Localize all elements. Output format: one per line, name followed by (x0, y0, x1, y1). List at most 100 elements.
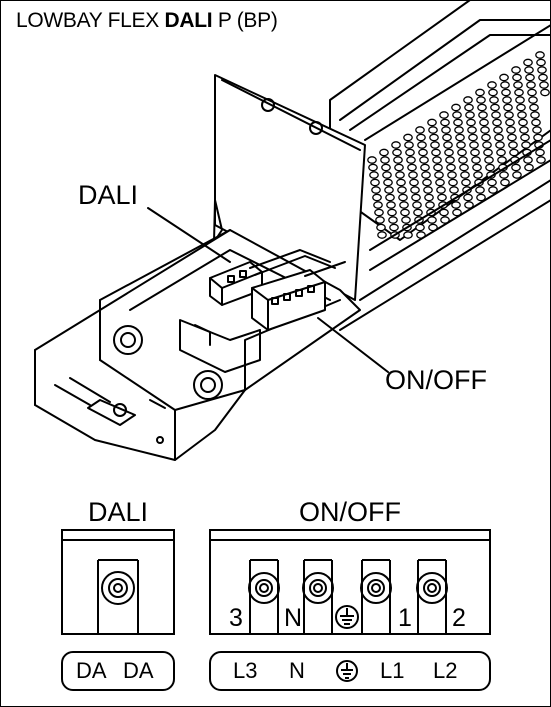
led-dot (398, 193, 408, 202)
led-dot (461, 178, 471, 187)
led-dot (436, 186, 446, 194)
led-dot (469, 141, 479, 149)
led-dot (463, 193, 473, 202)
terminal-number-3: 3 (229, 604, 243, 632)
led-dot (416, 133, 426, 142)
dali-label-2: DA (123, 658, 154, 683)
led-dot (465, 111, 475, 119)
terminal-number-2: 2 (452, 604, 466, 632)
led-dot (490, 103, 500, 112)
led-dot (424, 193, 434, 202)
led-dot (451, 201, 461, 209)
led-dot (432, 156, 442, 164)
led-dot (453, 118, 463, 127)
terminal-number-1: 1 (398, 604, 412, 632)
led-dot (488, 88, 498, 97)
led-dot (487, 81, 497, 89)
led-dot (394, 163, 404, 172)
led-dot (428, 126, 438, 134)
led-dot (397, 186, 407, 194)
led-dot (422, 178, 432, 187)
led-dot (409, 178, 419, 187)
led-dot (412, 201, 422, 209)
led-dot (467, 126, 477, 134)
led-dot (383, 178, 393, 187)
led-dot (445, 156, 455, 164)
led-dot (455, 133, 465, 142)
led-dot (411, 193, 421, 202)
led-dot (499, 171, 509, 179)
led-dot (367, 156, 377, 164)
led-dot (371, 186, 381, 194)
led-dot (386, 201, 396, 209)
terminal-number-n: N (284, 604, 303, 632)
earth-ground-icon (336, 660, 358, 682)
led-dot (472, 163, 482, 172)
onoff-label-l3: L3 (233, 658, 258, 683)
led-dot (468, 133, 478, 142)
led-dot (540, 88, 550, 97)
led-dot (476, 193, 486, 202)
led-dot (448, 178, 458, 187)
screw-terminal-icon (416, 559, 448, 634)
led-dot (395, 171, 405, 179)
led-dot (501, 88, 511, 97)
led-dot (444, 148, 454, 157)
led-dot (480, 126, 490, 134)
led-dot (521, 141, 531, 149)
led-dot (403, 133, 413, 142)
led-dot (485, 163, 495, 172)
dali-label-1: DA (76, 658, 107, 683)
led-dot (529, 103, 539, 112)
led-dot (433, 163, 443, 172)
led-dot (507, 133, 517, 142)
led-dot (369, 171, 379, 179)
led-dot (508, 141, 518, 149)
callout-onoff: ON/OFF (385, 365, 487, 395)
led-dot (502, 96, 512, 104)
led-dot (503, 103, 513, 112)
led-dot (449, 186, 459, 194)
led-dot (526, 81, 536, 89)
led-dot (518, 118, 528, 127)
led-dot (538, 73, 548, 82)
led-dot (478, 111, 488, 119)
callout-dali: DALI (78, 180, 139, 210)
led-dot (408, 171, 418, 179)
led-dot (373, 201, 383, 209)
led-dot (531, 118, 541, 127)
led-dot (425, 201, 435, 209)
led-dot (407, 163, 417, 172)
led-dot (506, 126, 516, 134)
led-dot (434, 171, 444, 179)
onoff-label-l1: L1 (380, 658, 405, 683)
led-dot (481, 133, 491, 142)
led-dot (377, 231, 387, 239)
led-dot (496, 148, 506, 157)
led-dot (459, 163, 469, 172)
led-dot (452, 208, 462, 217)
led-dot (524, 66, 534, 74)
led-dot (463, 96, 473, 104)
screw-terminal-icon (248, 559, 280, 634)
led-dot (471, 156, 481, 164)
led-dot (405, 148, 415, 157)
screw-terminal-icon (360, 559, 392, 634)
led-dot (381, 163, 391, 172)
led-dot (523, 58, 533, 67)
led-dot (379, 148, 389, 157)
led-dot (536, 58, 546, 67)
led-dot (500, 178, 510, 187)
led-dot (516, 103, 526, 112)
led-dot (479, 118, 489, 127)
led-dot (382, 171, 392, 179)
led-dot (512, 171, 522, 179)
led-dot (427, 216, 437, 224)
led-dot (387, 208, 397, 217)
led-dot (495, 141, 505, 149)
led-dot (532, 126, 542, 134)
led-dot (500, 81, 510, 89)
led-dot (488, 186, 498, 194)
led-dot (504, 111, 514, 119)
led-dot (413, 208, 423, 217)
